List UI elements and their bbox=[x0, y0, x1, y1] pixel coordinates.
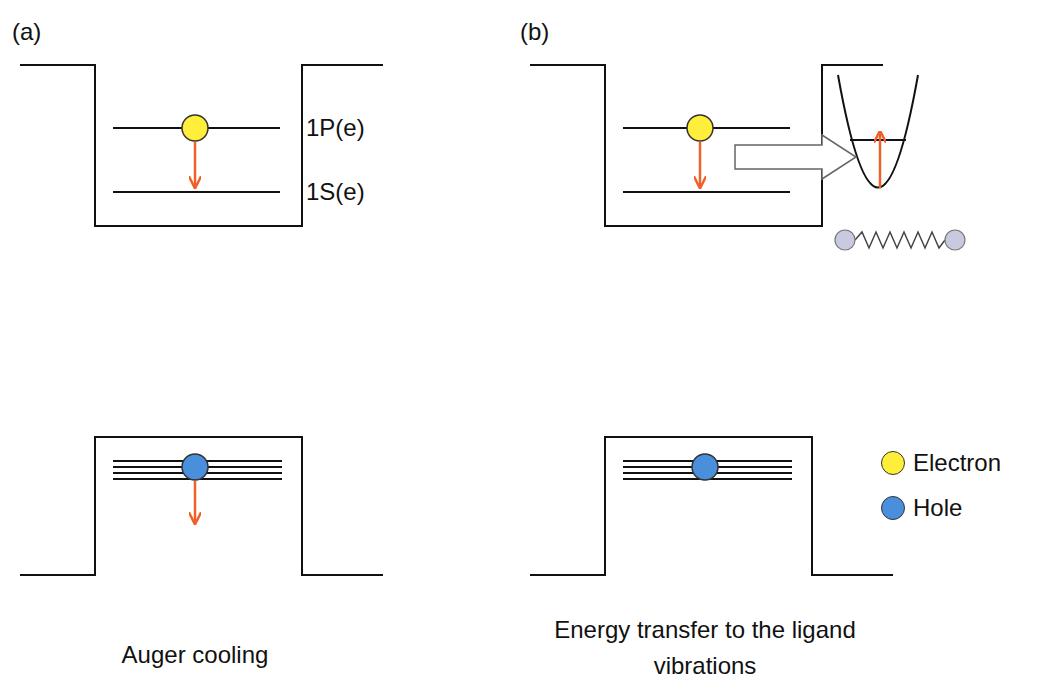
legend-text: Electron bbox=[913, 445, 1001, 481]
carriers bbox=[182, 115, 718, 480]
well-outlines bbox=[20, 65, 918, 575]
legend-swatch bbox=[881, 496, 905, 520]
panel-caption: Energy transfer to the ligand vibrations bbox=[545, 612, 865, 684]
transfer-arrow bbox=[735, 135, 856, 179]
ligand-molecule bbox=[835, 230, 965, 250]
level-label: 1S(e) bbox=[306, 174, 365, 210]
transition-arrows bbox=[195, 133, 880, 522]
panel-caption: Auger cooling bbox=[35, 637, 355, 673]
legend-text: Hole bbox=[913, 490, 962, 526]
panel-letter: (a) bbox=[12, 14, 41, 50]
panel-letter: (b) bbox=[520, 14, 549, 50]
level-label: 1P(e) bbox=[306, 110, 365, 146]
legend-swatch bbox=[881, 451, 905, 475]
